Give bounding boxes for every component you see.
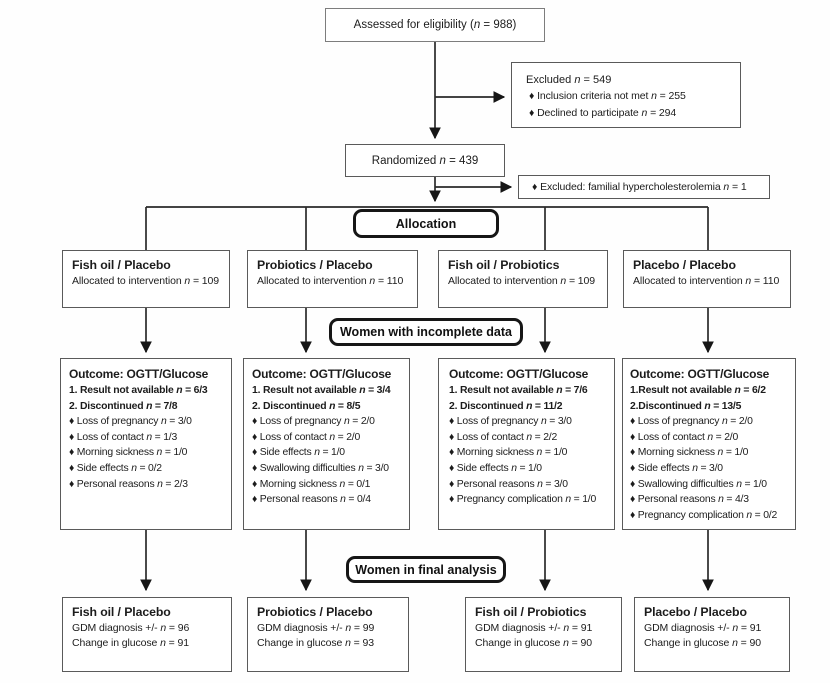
group-title: Fish oil / Placebo xyxy=(72,258,171,272)
outcome-bullet-line: ♦ Pregnancy complication n = 1/0 xyxy=(449,494,597,506)
outcome-bullet-line: ♦ Side effects n = 0/2 xyxy=(69,462,162,474)
outcome-bullet-line: ♦ Loss of pregnancy n = 3/0 xyxy=(449,416,572,428)
group-title: Fish oil / Probiotics xyxy=(448,258,560,272)
outcome-numbered-line: 1.Result not available n = 6/2 xyxy=(630,385,766,396)
outcome-numbered-line: 2. Discontinued n = 8/5 xyxy=(252,400,361,412)
outcome-bullet-line: ♦ Morning sickness n = 1/0 xyxy=(69,447,188,459)
final-box-fish-oil-placebo: Fish oil / Placebo GDM diagnosis +/- n =… xyxy=(62,597,232,672)
outcome-bullet-line: ♦ Morning sickness n = 0/1 xyxy=(252,478,371,490)
stage-label-allocation: Allocation xyxy=(353,209,499,238)
outcome-numbered-line: 1. Result not available n = 3/4 xyxy=(252,385,391,396)
outcome-bullet-line: ♦ Loss of pregnancy n = 2/0 xyxy=(630,416,753,428)
outcome-bullet-list: ♦ Loss of pregnancy n = 2/0 ♦ Loss of con… xyxy=(630,414,793,523)
allocation-box-placebo-placebo: Placebo / Placebo Allocated to intervent… xyxy=(623,250,791,308)
outcome-title: Outcome: OGTT/Glucose xyxy=(69,367,209,381)
outcome-bullet-line: ♦ Swallowing difficulties n = 3/0 xyxy=(252,462,389,474)
group-title: Probiotics / Placebo xyxy=(257,258,373,272)
outcome-bullet-line: ♦ Personal reasons n = 3/0 xyxy=(449,478,568,490)
outcome-box-placebo-placebo: Outcome: OGTT/Glucose 1.Result not avail… xyxy=(622,358,796,530)
outcome-numbered-line: 2. Discontinued n = 7/8 xyxy=(69,400,178,412)
outcome-title: Outcome: OGTT/Glucose xyxy=(252,367,392,381)
outcome-bullet-line: ♦ Morning sickness n = 1/0 xyxy=(449,447,568,459)
randomized-text: Randomized n = 439 xyxy=(371,154,479,167)
excluded-familial-box: ♦ Excluded: familial hypercholesterolemi… xyxy=(518,175,770,199)
final-box-probiotics-placebo: Probiotics / Placebo GDM diagnosis +/- n… xyxy=(247,597,409,672)
allocated-line: Allocated to intervention n = 109 xyxy=(72,275,220,287)
final-box-fish-oil-probiotics: Fish oil / Probiotics GDM diagnosis +/- … xyxy=(465,597,622,672)
final-group-title: Probiotics / Placebo xyxy=(257,605,373,619)
outcome-bullet-line: ♦ Side effects n = 1/0 xyxy=(449,462,542,474)
outcome-numbered-list: 1.Result not available n = 6/2 2.Disconti… xyxy=(630,383,793,414)
final-line: Change in glucose n = 91 xyxy=(72,637,190,649)
group-title: Placebo / Placebo xyxy=(633,258,736,272)
excluded-title: Excluded n = 549 xyxy=(526,74,612,86)
final-box-placebo-placebo: Placebo / Placebo GDM diagnosis +/- n = … xyxy=(634,597,790,672)
outcome-numbered-list: 1. Result not available n = 6/3 2. Discon… xyxy=(69,383,228,414)
final-group-title: Placebo / Placebo xyxy=(644,605,747,619)
outcome-bullet-line: ♦ Swallowing difficulties n = 1/0 xyxy=(630,478,767,490)
stage-label-final-analysis: Women in final analysis xyxy=(346,556,506,583)
outcome-bullet-list: ♦ Loss of pregnancy n = 3/0 ♦ Loss of con… xyxy=(449,414,611,508)
allocation-box-probiotics-placebo: Probiotics / Placebo Allocated to interv… xyxy=(247,250,418,308)
outcome-numbered-line: 2.Discontinued n = 13/5 xyxy=(630,400,742,412)
outcome-bullet-line: ♦ Loss of pregnancy n = 2/0 xyxy=(252,416,375,428)
allocated-line: Allocated to intervention n = 110 xyxy=(257,275,404,287)
outcome-numbered-line: 2. Discontinued n = 11/2 xyxy=(449,400,563,412)
excluded-bullet: ♦ Declined to participate n = 294 xyxy=(529,106,677,119)
allocation-box-fish-oil-probiotics: Fish oil / Probiotics Allocated to inter… xyxy=(438,250,608,308)
final-line-list: GDM diagnosis +/- n = 91 Change in glucos… xyxy=(644,621,785,651)
outcome-bullet-line: ♦ Loss of pregnancy n = 3/0 xyxy=(69,416,192,428)
final-line-list: GDM diagnosis +/- n = 99 Change in glucos… xyxy=(257,621,404,651)
outcome-box-probiotics-placebo: Outcome: OGTT/Glucose 1. Result not avai… xyxy=(243,358,410,530)
final-line-list: GDM diagnosis +/- n = 96 Change in glucos… xyxy=(72,621,227,651)
excluded-familial-text: ♦ Excluded: familial hypercholesterolemi… xyxy=(532,180,747,193)
assessed-eligibility-text: Assessed for eligibility (n = 988) xyxy=(353,19,517,31)
outcome-bullet-line: ♦ Morning sickness n = 1/0 xyxy=(630,447,749,459)
final-line: GDM diagnosis +/- n = 91 xyxy=(644,622,762,634)
allocation-box-fish-oil-placebo: Fish oil / Placebo Allocated to interven… xyxy=(62,250,230,308)
final-line-list: GDM diagnosis +/- n = 91 Change in glucos… xyxy=(475,621,617,651)
outcome-box-fish-oil-placebo: Outcome: OGTT/Glucose 1. Result not avai… xyxy=(60,358,232,530)
excluded-bullet-list: ♦ Inclusion criteria not met n = 255 ♦ De… xyxy=(526,88,734,121)
outcome-numbered-list: 1. Result not available n = 7/6 2. Discon… xyxy=(449,383,611,414)
stage-label-final-analysis-text: Women in final analysis xyxy=(355,562,497,577)
final-line: Change in glucose n = 90 xyxy=(475,637,593,649)
outcome-bullet-line: ♦ Personal reasons n = 4/3 xyxy=(630,494,749,506)
outcome-bullet-line: ♦ Personal reasons n = 0/4 xyxy=(252,494,371,506)
final-line: GDM diagnosis +/- n = 91 xyxy=(475,622,593,634)
final-group-title: Fish oil / Probiotics xyxy=(475,605,587,619)
outcome-bullet-line: ♦ Loss of contact n = 2/0 xyxy=(252,431,361,443)
outcome-bullet-line: ♦ Loss of contact n = 2/2 xyxy=(449,431,558,443)
stage-label-incomplete-data-text: Women with incomplete data xyxy=(339,325,512,339)
outcome-bullet-line: ♦ Pregnancy complication n = 0/2 xyxy=(630,509,778,521)
randomized-box: Randomized n = 439 xyxy=(345,144,505,177)
outcome-numbered-line: 1. Result not available n = 6/3 xyxy=(69,385,208,396)
outcome-bullet-line: ♦ Side effects n = 1/0 xyxy=(252,447,345,459)
outcome-numbered-line: 1. Result not available n = 7/6 xyxy=(449,385,588,396)
stage-label-allocation-text: Allocation xyxy=(395,216,457,231)
excluded-box: Excluded n = 549 ♦ Inclusion criteria no… xyxy=(511,62,741,128)
final-line: GDM diagnosis +/- n = 96 xyxy=(72,622,190,634)
assessed-eligibility-box: Assessed for eligibility (n = 988) xyxy=(325,8,545,42)
outcome-bullet-line: ♦ Personal reasons n = 2/3 xyxy=(69,478,188,490)
excluded-bullet: ♦ Inclusion criteria not met n = 255 xyxy=(529,90,686,102)
outcome-box-fish-oil-probiotics: Outcome: OGTT/Glucose 1. Result not avai… xyxy=(438,358,615,530)
outcome-numbered-list: 1. Result not available n = 3/4 2. Discon… xyxy=(252,383,406,414)
outcome-bullet-list: ♦ Loss of pregnancy n = 2/0 ♦ Loss of con… xyxy=(252,414,406,508)
outcome-title: Outcome: OGTT/Glucose xyxy=(630,367,770,381)
outcome-title: Outcome: OGTT/Glucose xyxy=(449,367,589,381)
outcome-bullet-line: ♦ Loss of contact n = 1/3 xyxy=(69,431,178,443)
allocated-line: Allocated to intervention n = 110 xyxy=(633,275,780,287)
outcome-bullet-line: ♦ Loss of contact n = 2/0 xyxy=(630,431,739,443)
final-line: Change in glucose n = 90 xyxy=(644,637,762,649)
stage-label-incomplete-data: Women with incomplete data xyxy=(329,318,523,346)
allocated-line: Allocated to intervention n = 109 xyxy=(448,275,596,287)
outcome-bullet-line: ♦ Side effects n = 3/0 xyxy=(630,462,723,474)
outcome-bullet-list: ♦ Loss of pregnancy n = 3/0 ♦ Loss of con… xyxy=(69,414,228,492)
final-group-title: Fish oil / Placebo xyxy=(72,605,171,619)
final-line: Change in glucose n = 93 xyxy=(257,637,375,649)
final-line: GDM diagnosis +/- n = 99 xyxy=(257,622,375,634)
